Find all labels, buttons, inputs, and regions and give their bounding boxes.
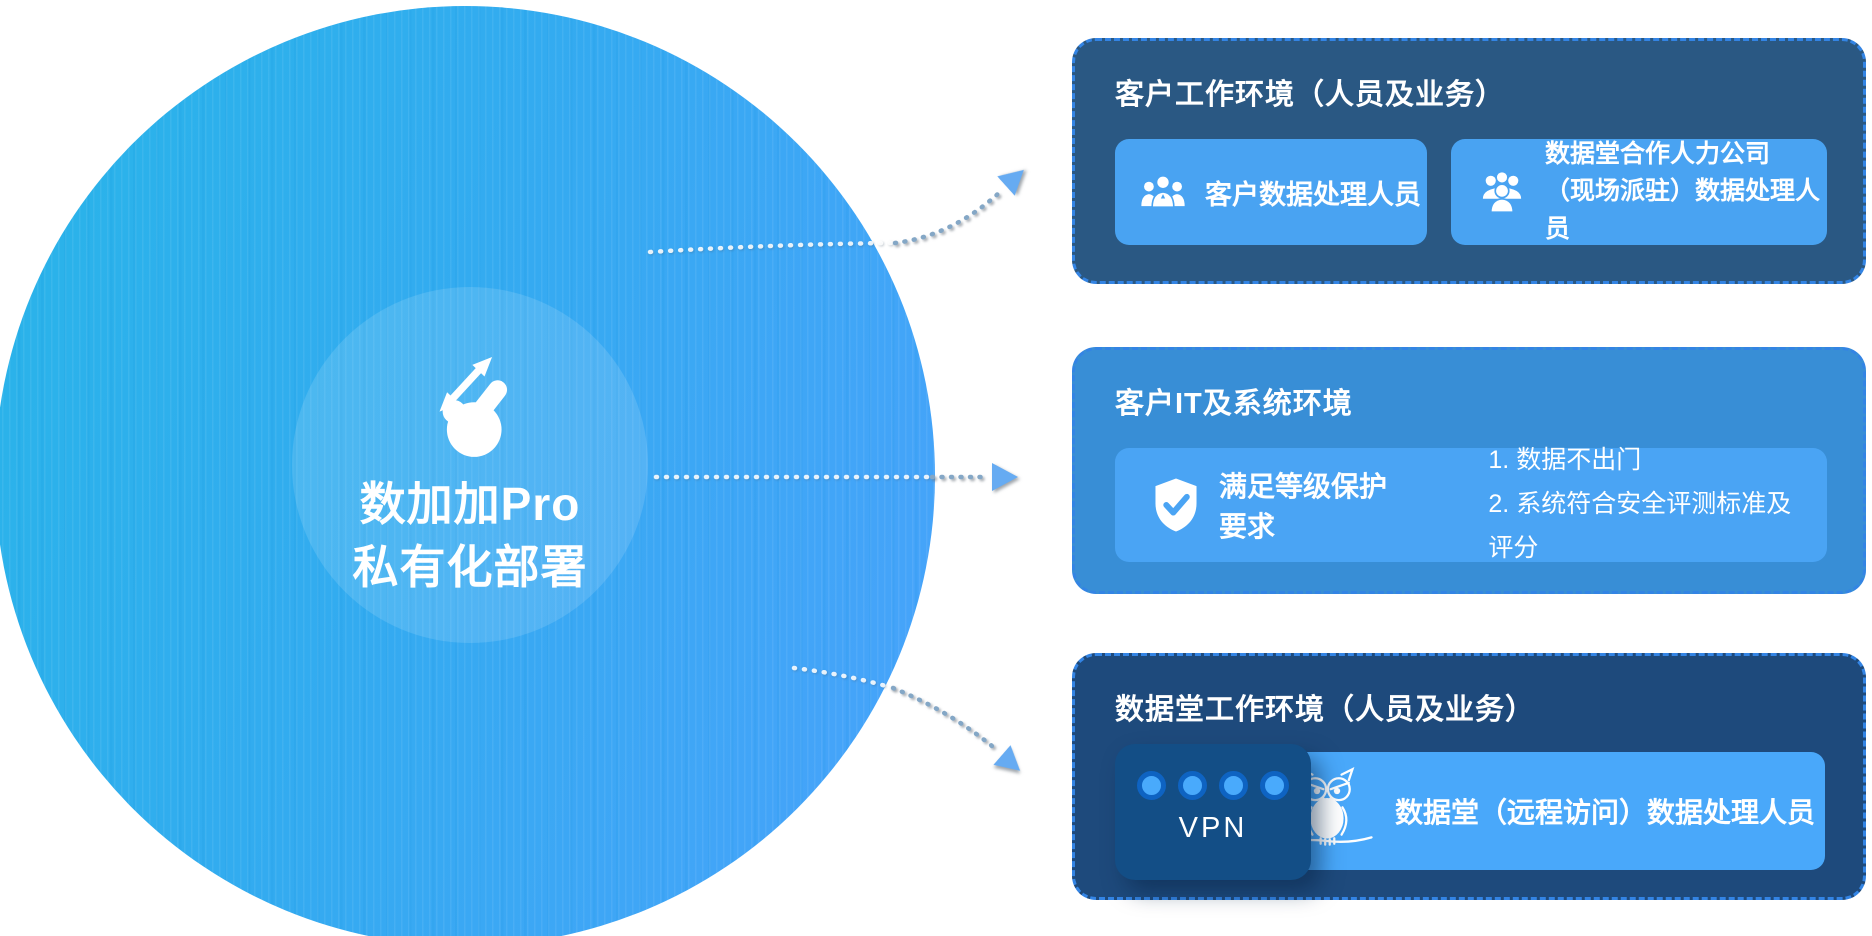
hub-title-line2: 私有化部署 [352, 541, 588, 594]
panel-title: 数据堂工作环境（人员及业务） [1115, 694, 1536, 726]
card-customer-data-staff: 客户数据处理人员 [1115, 139, 1427, 245]
panel-title: 客户IT及系统环境 [1115, 388, 1353, 420]
vpn-dot [1260, 771, 1289, 800]
vpn-dot [1178, 771, 1207, 800]
card-label: 客户数据处理人员 [1205, 179, 1421, 210]
panel-customer-it-env: 客户IT及系统环境 满足等级保护要求 1. 数据不出门 2. 系统符合安全评测标… [1072, 347, 1866, 594]
vpn-gateway: VPN [1115, 744, 1311, 880]
requirement-list: 1. 数据不出门 2. 系统符合安全评测标准及评分 [1488, 439, 1793, 570]
hub-title-line1: 数加加Pro [359, 478, 581, 530]
people-group-icon [1141, 174, 1185, 208]
hand-gesture-icon [439, 356, 508, 457]
panel-customer-work-env: 客户工作环境（人员及业务） 客户数据处理人员 [1072, 38, 1866, 284]
vpn-dots [1137, 771, 1289, 800]
hub-inner-circle: 数加加Pro 私有化部署 [292, 287, 648, 643]
requirement-item-1: 1. 数据不出门 [1488, 446, 1642, 475]
card-security-compliance: 满足等级保护要求 1. 数据不出门 2. 系统符合安全评测标准及评分 [1115, 446, 1827, 562]
card-label-line1: 数据堂合作人力公司 [1545, 139, 1771, 168]
hub-circle: 数加加Pro 私有化部署 [0, 6, 935, 936]
shield-check-icon [1155, 478, 1197, 532]
requirement-item-2: 2. 系统符合安全评测标准及评分 [1488, 490, 1792, 562]
vpn-label: VPN [1178, 812, 1248, 844]
vpn-dot [1137, 771, 1166, 800]
panel-title: 客户工作环境（人员及业务） [1115, 79, 1506, 111]
vpn-dot [1219, 771, 1248, 800]
card-partner-staff: 数据堂合作人力公司 （现场派驻）数据处理人员 [1451, 139, 1827, 245]
card-remote-staff: 数据堂（远程访问）数据处理人员 [1267, 752, 1825, 870]
card-label: 数据堂（远程访问）数据处理人员 [1394, 797, 1815, 828]
users-cluster-icon [1482, 172, 1522, 214]
card-label-line2: （现场派驻）数据处理人员 [1545, 177, 1821, 243]
panel-datatang-work-env: 数据堂工作环境（人员及业务） [1072, 653, 1866, 900]
card-label: 数据堂合作人力公司 （现场派驻）数据处理人员 [1545, 136, 1827, 249]
card-label: 满足等级保护要求 [1219, 471, 1388, 542]
